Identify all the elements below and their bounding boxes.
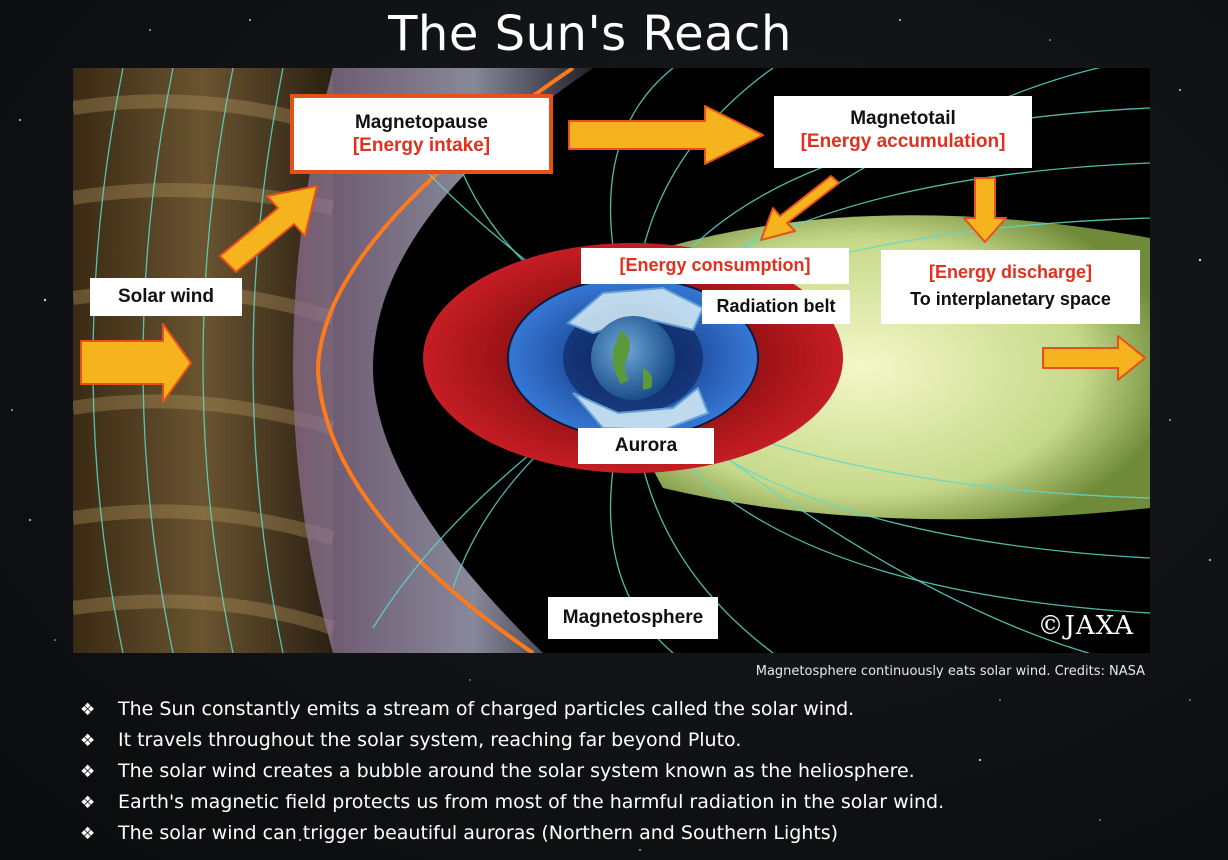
energy-consumption-text: [Energy consumption] <box>619 255 811 275</box>
bullet-text: Earth's magnetic field protects us from … <box>118 791 945 813</box>
intake-arrow-icon <box>219 185 318 273</box>
energy-accumulation-text: [Energy accumulation] <box>800 130 1006 152</box>
diamond-bullet-icon: ❖ <box>80 824 96 844</box>
radiation-belt-text: Radiation belt <box>716 296 836 316</box>
aurora-label: Aurora <box>578 428 714 464</box>
magnetosphere-label: Magnetosphere <box>548 597 718 639</box>
list-item: ❖ It travels throughout the solar system,… <box>80 725 944 756</box>
radiation-belt-label: Radiation belt <box>702 290 850 324</box>
bullet-text: The Sun constantly emits a stream of cha… <box>118 698 855 720</box>
figure-caption: Magnetosphere continuously eats solar wi… <box>755 664 1145 679</box>
diamond-bullet-icon: ❖ <box>80 700 96 720</box>
to-magnetotail-arrow-icon <box>568 105 764 165</box>
bullet-text: It travels throughout the solar system, … <box>118 729 742 751</box>
magnetopause-label: Magnetopause [Energy intake] <box>290 94 553 174</box>
list-item: ❖ Earth's magnetic field protects us from… <box>80 787 944 818</box>
list-item: ❖ The Sun constantly emits a stream of ch… <box>80 694 944 725</box>
list-item: ❖ The solar wind creates a bubble around … <box>80 756 944 787</box>
energy-intake-text: [Energy intake] <box>352 134 491 156</box>
outflow-arrow-icon <box>1042 335 1146 381</box>
magnetosphere-diagram: Magnetopause [Energy intake] Magnetotail… <box>73 68 1150 653</box>
diamond-bullet-icon: ❖ <box>80 793 96 813</box>
earth-icon <box>591 316 675 400</box>
consumption-arrow-icon <box>760 175 840 241</box>
solar-wind-text: Solar wind <box>117 286 215 307</box>
list-item: ❖ The solar wind can trigger beautiful au… <box>80 818 944 849</box>
magnetosphere-text: Magnetosphere <box>562 607 704 628</box>
energy-consumption-label: [Energy consumption] <box>581 248 849 284</box>
bullet-list: ❖ The Sun constantly emits a stream of ch… <box>80 694 944 849</box>
copyright-text: ©JAXA <box>1037 611 1134 641</box>
aurora-text: Aurora <box>614 435 678 456</box>
energy-discharge-label: [Energy discharge] To interplanetary spa… <box>881 250 1140 324</box>
magnetotail-title: Magnetotail <box>850 108 956 129</box>
solar-wind-arrow-icon <box>80 323 192 403</box>
magnetopause-title: Magnetopause <box>354 112 489 133</box>
magnetotail-label: Magnetotail [Energy accumulation] <box>774 96 1032 168</box>
solar-wind-label: Solar wind <box>90 278 242 316</box>
diamond-bullet-icon: ❖ <box>80 762 96 782</box>
page-title: The Sun's Reach <box>388 6 792 62</box>
bullet-text: The solar wind can trigger beautiful aur… <box>118 822 839 844</box>
to-interplanetary-text: To interplanetary space <box>910 288 1111 309</box>
discharge-arrow-icon <box>963 177 1007 243</box>
energy-discharge-text: [Energy discharge] <box>928 262 1093 282</box>
diamond-bullet-icon: ❖ <box>80 731 96 751</box>
bullet-text: The solar wind creates a bubble around t… <box>118 760 915 782</box>
